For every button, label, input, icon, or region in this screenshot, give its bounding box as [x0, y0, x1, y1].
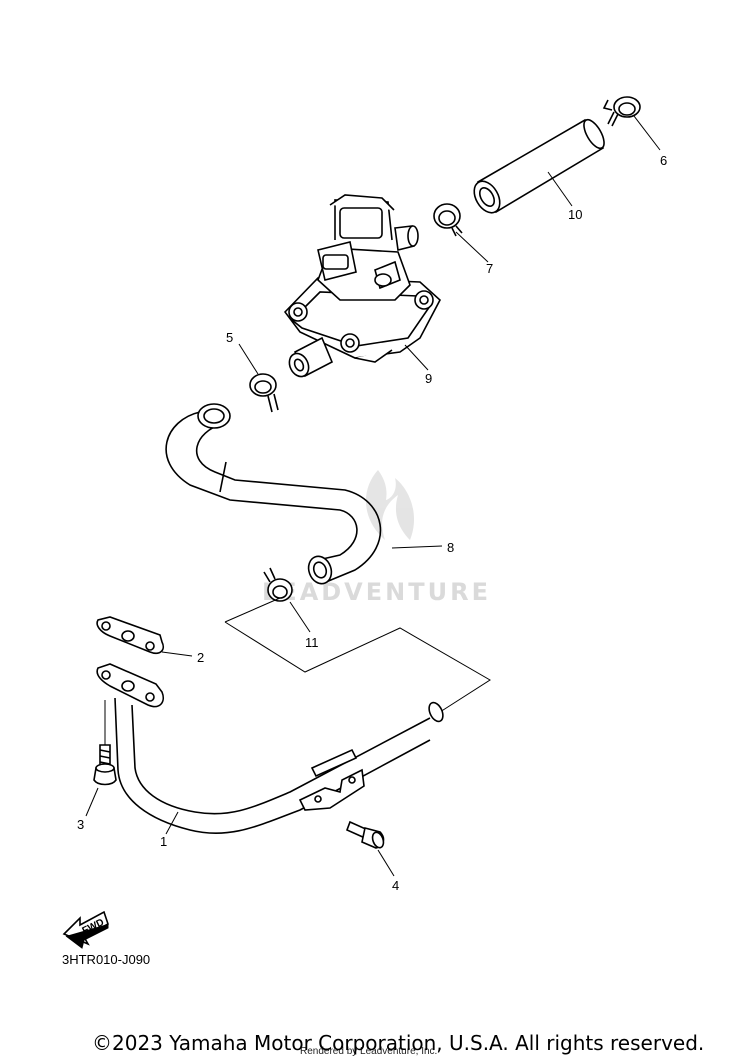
callout-8: 8 [447, 540, 454, 555]
watermark-text: LEADVENTURE [262, 578, 491, 606]
part-hose-straight[interactable] [469, 117, 608, 218]
part-bolt-3[interactable] [93, 700, 117, 786]
part-bolt-4[interactable] [345, 820, 385, 849]
part-clamp-7[interactable] [433, 203, 463, 237]
part-clamp-6[interactable] [602, 96, 641, 127]
callout-numbers: 1 2 3 4 5 6 7 8 9 10 11 [77, 153, 667, 893]
part-hose-bent[interactable] [165, 403, 382, 587]
copyright-text: ©2023 Yamaha Motor Corporation, U.S.A. A… [92, 1031, 705, 1055]
part-gasket[interactable] [96, 616, 165, 655]
watermark: LEADVENTURE [262, 470, 491, 606]
callout-5: 5 [226, 330, 233, 345]
diagram-code: 3HTR010-J090 [62, 952, 151, 967]
callout-7: 7 [486, 261, 493, 276]
callout-10: 10 [568, 207, 582, 222]
callout-11: 11 [305, 635, 319, 650]
part-air-pipe[interactable] [96, 663, 446, 834]
reference-lines [224, 597, 491, 713]
part-clamp-11[interactable] [263, 567, 293, 602]
part-air-cut-valve[interactable] [283, 194, 441, 380]
part-clamp-5[interactable] [249, 373, 279, 413]
callout-2: 2 [197, 650, 204, 665]
callout-4: 4 [392, 878, 399, 893]
callout-1: 1 [160, 834, 167, 849]
fwd-arrow-icon: FWD [62, 910, 109, 949]
leader-lines [85, 115, 661, 877]
callout-6: 6 [660, 153, 667, 168]
rendered-by-text: Rendered by Leadventure, Inc. [300, 1046, 438, 1057]
callout-9: 9 [425, 371, 432, 386]
callout-3: 3 [77, 817, 84, 832]
